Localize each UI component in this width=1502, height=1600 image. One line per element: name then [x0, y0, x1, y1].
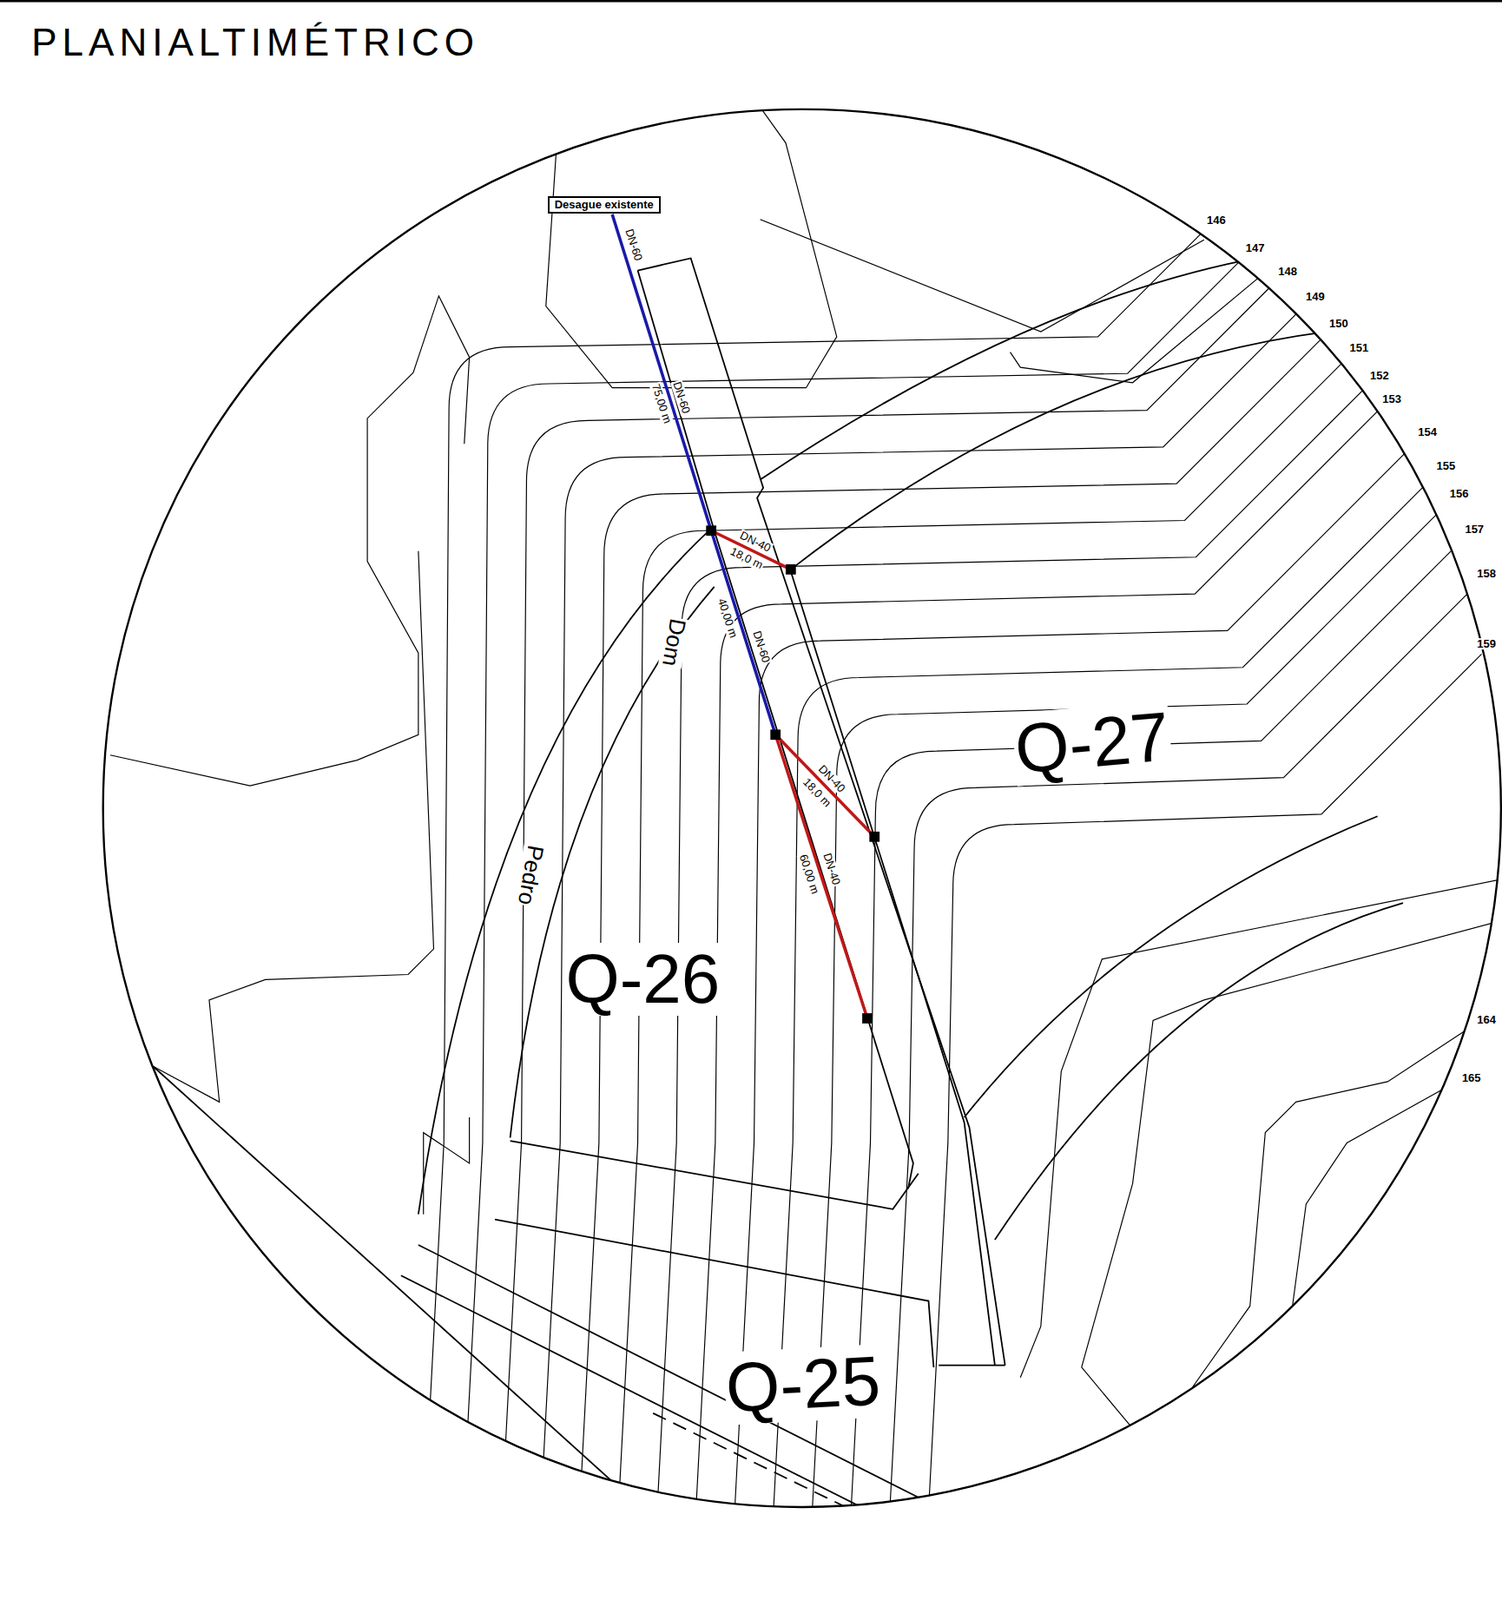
map-rect: [770, 729, 781, 740]
map-path: [638, 270, 914, 1190]
map-path: [546, 106, 837, 388]
map-path: [652, 1413, 852, 1511]
contour-elevation: 156: [1449, 487, 1470, 501]
contour-elevation: 148: [1277, 265, 1298, 278]
contour-lines: [110, 106, 1502, 1531]
tag-text: Desague existente: [554, 198, 654, 211]
pipe-diameter: DN-60: [750, 628, 772, 666]
junction-boxes: [705, 525, 880, 1024]
map-path: [760, 219, 1205, 332]
map-path: [423, 1117, 470, 1215]
map-path: [540, 307, 1304, 1531]
contour-elevation: 159: [1475, 638, 1497, 651]
block-label: Q-26: [564, 942, 721, 1016]
map-path: [152, 551, 434, 1103]
street-name: Dom: [657, 616, 690, 670]
map-rect: [785, 564, 797, 575]
map-path: [500, 281, 1276, 1531]
map-path: [110, 296, 470, 786]
map-path: [1204, 1084, 1451, 1450]
contour-elevation: 165: [1461, 1072, 1483, 1085]
map-path: [994, 902, 1404, 1240]
map-path: [790, 331, 1327, 570]
drawing-title: PLANIALTIMÉTRICO: [30, 22, 481, 63]
street-lines: [152, 257, 1404, 1510]
map-path: [638, 257, 1006, 1365]
map-path: [775, 734, 868, 1019]
contour-elevation: 150: [1328, 317, 1350, 330]
drainage-pipes: [612, 214, 875, 1019]
contour-elevation: 147: [1245, 242, 1266, 255]
map-path: [152, 1066, 633, 1500]
contour-elevation: 158: [1475, 567, 1497, 580]
contour-elevation: 154: [1416, 426, 1438, 439]
map-path: [612, 214, 776, 735]
block-label: Q-25: [723, 1343, 883, 1425]
map-path: [694, 408, 1380, 1531]
map-path: [849, 540, 1463, 1531]
map-path: [418, 1245, 924, 1501]
map-path: [927, 653, 1482, 1531]
contour-elevation: 146: [1205, 214, 1227, 227]
map-path: [1020, 877, 1502, 1378]
map-path: [790, 571, 995, 1365]
map-path: [510, 1140, 919, 1210]
contour-elevation: 151: [1349, 342, 1371, 355]
map-path: [1163, 1026, 1472, 1429]
map-path: [423, 230, 1205, 1531]
map-path: [510, 586, 715, 1139]
contour-elevation: 149: [1304, 290, 1326, 304]
contour-elevation: 157: [1463, 523, 1485, 536]
street-name: Pedro: [513, 843, 548, 909]
map-rect: [869, 831, 880, 843]
contour-elevation: 153: [1381, 393, 1403, 406]
map-rect: [705, 525, 717, 536]
map-path: [1081, 918, 1502, 1430]
sheet-border: [0, 0, 1502, 2]
map-path: [810, 504, 1447, 1531]
map-path: [760, 260, 1246, 481]
detail-circle: [103, 109, 1502, 1508]
map-path: [461, 257, 1243, 1531]
map-path: [775, 734, 875, 837]
map-path: [656, 385, 1368, 1531]
map-path: [1010, 255, 1286, 383]
outlet-tag: Desague existente: [547, 196, 661, 214]
map-path: [938, 1364, 1005, 1367]
map-rect: [862, 1013, 873, 1024]
map-path: [964, 816, 1378, 1118]
contour-elevation: 152: [1369, 369, 1391, 383]
contour-elevation: 164: [1475, 1014, 1497, 1027]
contour-elevation: 155: [1436, 460, 1457, 473]
map-path: [889, 583, 1478, 1531]
block-label: Q-27: [1010, 699, 1173, 786]
